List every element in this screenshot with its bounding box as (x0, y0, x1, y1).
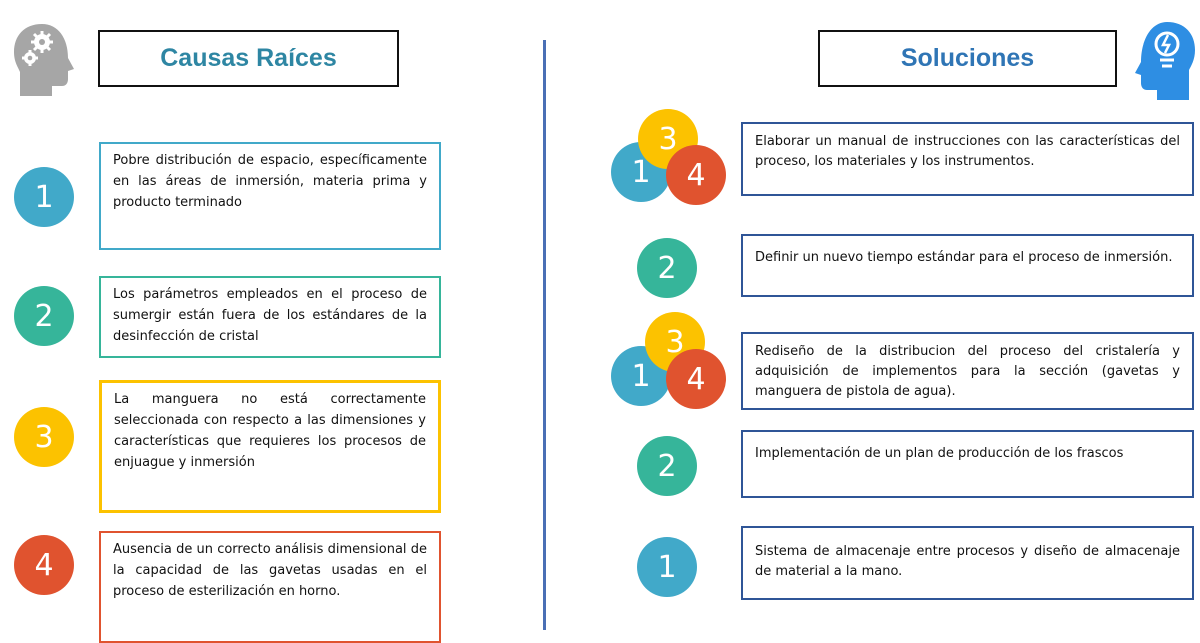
solution-2-text: Definir un nuevo tiempo estándar para el… (741, 234, 1194, 297)
solution-2-number-2: 2 (637, 238, 697, 298)
solution-3-number-4: 4 (666, 349, 726, 409)
solution-3-text: Rediseño de la distribucion del proceso … (741, 332, 1194, 410)
solution-1-number-4: 4 (666, 145, 726, 205)
soluciones-title: Soluciones (818, 30, 1117, 87)
center-divider (543, 40, 546, 630)
cause-number-2: 2 (14, 286, 74, 346)
solution-4-text: Implementación de un plan de producción … (741, 430, 1194, 498)
head-lightbulb-icon (1135, 22, 1195, 100)
cause-4-text: Ausencia de un correcto análisis dimensi… (99, 531, 441, 643)
head-gears-icon (14, 24, 74, 96)
cause-number-1: 1 (14, 167, 74, 227)
solution-5-text: Sistema de almacenaje entre procesos y d… (741, 526, 1194, 600)
cause-number-4: 4 (14, 535, 74, 595)
causas-title: Causas Raíces (98, 30, 399, 87)
cause-number-3: 3 (14, 407, 74, 467)
solution-5-number-1: 1 (637, 537, 697, 597)
cause-3-text: La manguera no está correctamente selecc… (99, 380, 441, 513)
cause-1-text: Pobre distribución de espacio, específic… (99, 142, 441, 250)
cause-2-text: Los parámetros empleados en el proceso d… (99, 276, 441, 358)
solution-4-number-2: 2 (637, 436, 697, 496)
solution-1-text: Elaborar un manual de instrucciones con … (741, 122, 1194, 196)
